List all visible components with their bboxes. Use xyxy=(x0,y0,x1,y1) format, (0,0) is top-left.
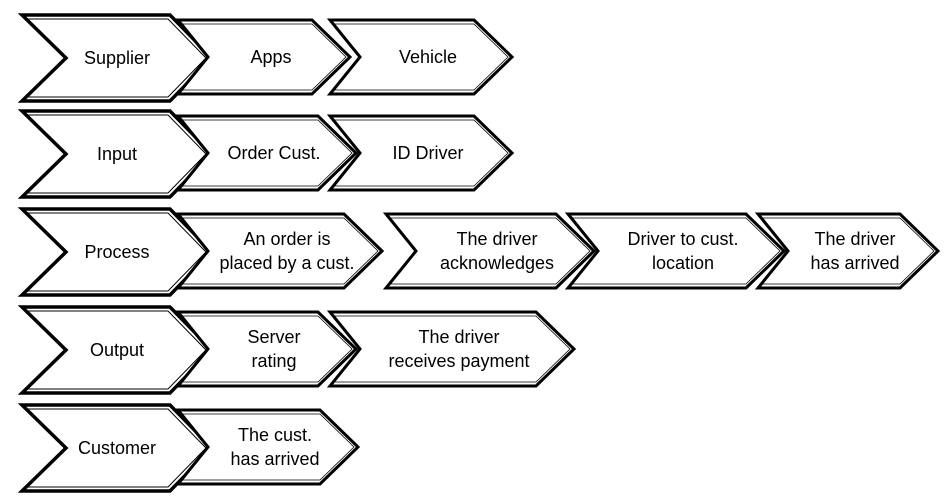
step-chevron: Order Cust. xyxy=(174,114,359,192)
row-header-inner-outline xyxy=(24,114,207,194)
row-header-label: Output xyxy=(90,340,144,360)
step-shape xyxy=(754,212,941,290)
step-inner-outline xyxy=(333,315,571,383)
step-inner-outline xyxy=(181,315,353,383)
step-inner-outline xyxy=(181,23,347,91)
row-header-label: Supplier xyxy=(84,48,150,68)
step-shape xyxy=(174,310,359,388)
step-chevron: Vehicle xyxy=(326,18,515,96)
step-label: The driver xyxy=(418,327,499,347)
step-label: Vehicle xyxy=(399,47,457,67)
row-customer: Customer The cust. has arrived xyxy=(17,403,361,493)
step-chevron: ID Driver xyxy=(326,114,515,192)
step-chevron: Driver to cust. location xyxy=(564,212,787,290)
step-label: The driver xyxy=(814,229,895,249)
step-chevron: The cust. has arrived xyxy=(174,408,361,486)
step-chevron: An order is placed by a cust. xyxy=(174,212,385,290)
row-header-label: Process xyxy=(84,242,149,262)
row-header-inner-outline xyxy=(24,18,207,98)
step-inner-outline xyxy=(181,119,353,187)
step-chevron: Apps xyxy=(174,18,353,96)
step-inner-outline xyxy=(333,119,509,187)
row-input: Input Order Cust. ID Driver xyxy=(17,109,515,199)
step-label: Order Cust. xyxy=(227,143,320,163)
step-label: location xyxy=(652,253,714,273)
step-label: receives payment xyxy=(388,351,529,371)
step-shape xyxy=(564,212,787,290)
step-label: rating xyxy=(251,351,296,371)
step-label: Driver to cust. xyxy=(627,229,738,249)
step-chevron: The driver has arrived xyxy=(754,212,941,290)
row-header-inner-outline xyxy=(24,408,207,488)
step-shape xyxy=(174,212,385,290)
step-label: The driver xyxy=(456,229,537,249)
step-label: An order is xyxy=(243,229,330,249)
step-inner-outline xyxy=(761,217,935,285)
row-output: Output Server rating The driver receives pay… xyxy=(17,305,577,395)
step-label: ID Driver xyxy=(393,143,464,163)
step-shape xyxy=(326,18,515,96)
step-inner-outline xyxy=(389,217,591,285)
step-label: The cust. xyxy=(238,425,312,445)
step-shape xyxy=(326,114,515,192)
step-inner-outline xyxy=(333,23,509,91)
row-supplier: Supplier Apps Vehicle xyxy=(17,13,515,103)
step-label: has arrived xyxy=(230,449,319,469)
row-header-label: Input xyxy=(97,144,137,164)
step-inner-outline xyxy=(571,217,781,285)
step-shape xyxy=(174,18,353,96)
step-inner-outline xyxy=(181,217,379,285)
step-shape xyxy=(174,114,359,192)
step-chevron: The driver acknowledges xyxy=(382,212,597,290)
step-shape xyxy=(174,408,361,486)
step-label: acknowledges xyxy=(440,253,554,273)
row-header-label: Customer xyxy=(78,438,156,458)
row-process: Process An order is placed by a cust. The d… xyxy=(17,207,941,297)
step-inner-outline xyxy=(181,413,355,481)
step-chevron: The driver receives payment xyxy=(326,310,577,388)
row-header-inner-outline xyxy=(24,310,207,390)
row-header-inner-outline xyxy=(24,212,207,292)
step-label: has arrived xyxy=(810,253,899,273)
step-shape xyxy=(326,310,577,388)
step-label: placed by a cust. xyxy=(219,253,354,273)
step-chevron: Server rating xyxy=(174,310,359,388)
step-label: Server xyxy=(247,327,300,347)
step-label: Apps xyxy=(250,47,291,67)
step-shape xyxy=(382,212,597,290)
